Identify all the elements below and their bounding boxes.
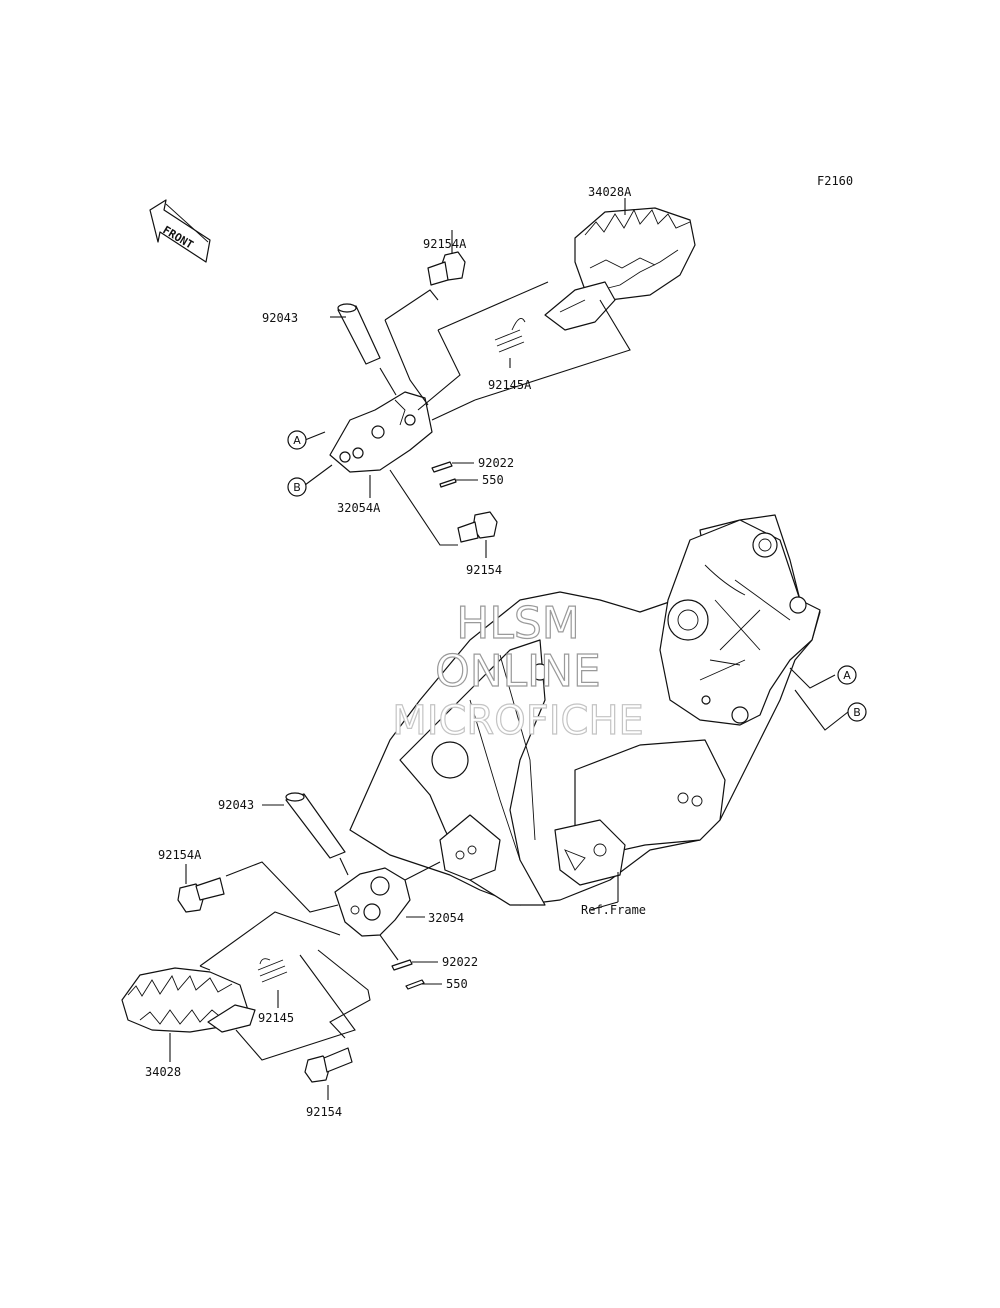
ref-a-circle-upper bbox=[287, 430, 307, 450]
bolt-92154a-upper bbox=[427, 251, 466, 286]
frame-drawing bbox=[349, 514, 849, 906]
watermark-line3: MICROFICHE bbox=[392, 698, 644, 744]
front-direction-arrow: FRONT bbox=[149, 199, 211, 263]
label-550-upper: 550 bbox=[482, 473, 504, 487]
bolt-92154-lower bbox=[304, 1047, 353, 1083]
watermark-line2: ONLINE bbox=[435, 646, 601, 697]
footpeg-34028 bbox=[121, 967, 256, 1033]
label-92145a: 92145A bbox=[488, 378, 532, 392]
label-92022-upper: 92022 bbox=[478, 456, 514, 470]
label-34028: 34028 bbox=[145, 1065, 181, 1079]
spring-92145 bbox=[257, 958, 288, 983]
label-92022-lower: 92022 bbox=[442, 955, 478, 969]
spring-92022-lower bbox=[391, 959, 413, 971]
label-92145: 92145 bbox=[258, 1011, 294, 1025]
label-34028a: 34028A bbox=[588, 185, 632, 199]
label-92043-upper: 92043 bbox=[262, 311, 298, 325]
bracket-32054 bbox=[334, 867, 411, 937]
labels: F2160 34028A 92154A 92043 92145A 32054A … bbox=[145, 174, 867, 1119]
ref-a-label-frame: A bbox=[843, 669, 851, 682]
label-ref-frame: Ref.Frame bbox=[581, 903, 646, 917]
bolt-92154-upper bbox=[457, 511, 498, 543]
ref-b-label-frame: B bbox=[853, 706, 861, 719]
label-32054: 32054 bbox=[428, 911, 464, 925]
ref-b-circle-frame bbox=[847, 702, 867, 722]
label-550-lower: 550 bbox=[446, 977, 468, 991]
watermark: HLSM ONLINE MICROFICHE bbox=[392, 597, 645, 744]
ref-b-label-upper: B bbox=[293, 481, 301, 494]
bolt-92154a-lower bbox=[177, 877, 225, 913]
label-92154a-lower: 92154A bbox=[158, 848, 202, 862]
pin-92043-lower bbox=[285, 792, 346, 859]
watermark-line1: HLSM bbox=[456, 598, 580, 649]
ref-a-label-upper: A bbox=[293, 434, 301, 447]
lower-assembly bbox=[121, 792, 619, 1100]
cotter-550-upper bbox=[439, 478, 457, 488]
label-32054a: 32054A bbox=[337, 501, 381, 515]
bracket-32054a bbox=[329, 391, 433, 473]
cotter-550-lower bbox=[405, 979, 425, 990]
footpeg-34028a bbox=[544, 207, 696, 331]
pin-92043-upper bbox=[337, 303, 381, 365]
label-92154-upper: 92154 bbox=[466, 563, 502, 577]
label-92154-lower: 92154 bbox=[306, 1105, 342, 1119]
figure-code: F2160 bbox=[817, 174, 853, 188]
ref-b-circle-upper bbox=[287, 477, 307, 497]
spring-92022-upper bbox=[431, 461, 453, 473]
spring-92145a bbox=[494, 317, 526, 353]
upper-assembly bbox=[304, 198, 696, 558]
ref-a-circle-frame bbox=[837, 665, 857, 685]
label-92154a-upper: 92154A bbox=[423, 237, 467, 251]
label-92043-lower: 92043 bbox=[218, 798, 254, 812]
